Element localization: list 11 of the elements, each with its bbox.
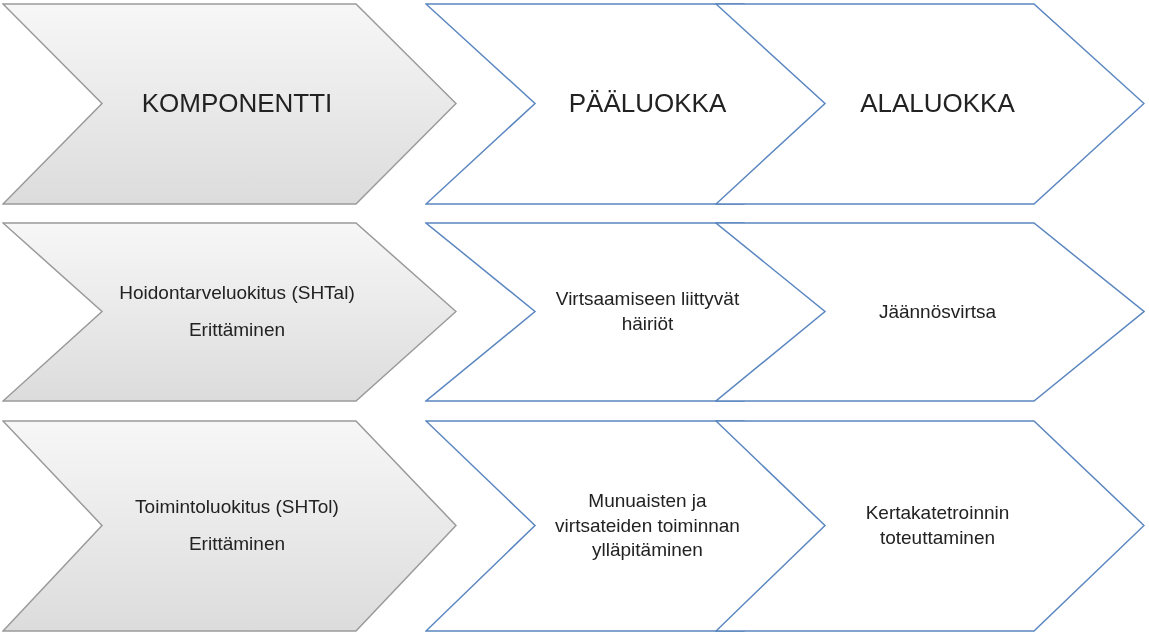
chevron-label: Erittäminen xyxy=(188,318,286,342)
chevron-label: Erittäminen xyxy=(188,532,286,556)
chevron-label: Virtsaamiseen liittyvät häiriöt xyxy=(554,287,741,336)
chevron-label: Munuaisten ja virtsateiden toiminnan ylläpitäminen xyxy=(554,488,741,563)
chevron-label: KOMPONENTTI xyxy=(141,87,333,121)
chevron-label: Toimintoluokitus (SHTol) xyxy=(135,495,339,520)
chevron-label: Kertakatetroinnin toteuttaminen xyxy=(864,501,1011,550)
chevron-label: PÄÄLUOKKA xyxy=(568,87,727,121)
chevron-label: Hoidontarveluokitus (SHTal) xyxy=(119,281,355,306)
chevron-label: ALALUOKKA xyxy=(860,87,1015,121)
chevron-label: Jäännösvirtsa xyxy=(878,299,997,324)
